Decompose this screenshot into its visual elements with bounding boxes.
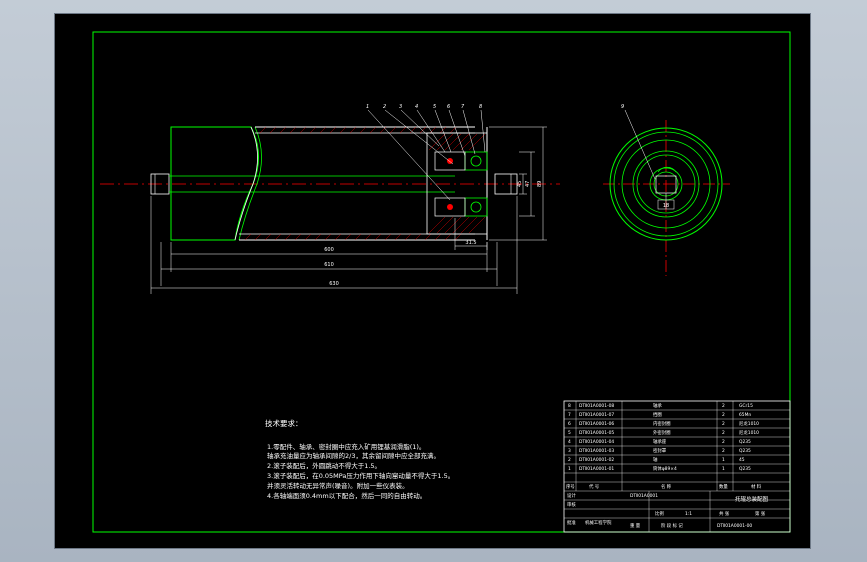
mass-label: 重 量 [630,522,641,529]
part-name-4: 轴承座 [653,438,667,445]
part-code-4: DTⅡ01A0001-04 [579,439,614,445]
part-qty-4: 2 [722,439,725,445]
sheet-value: 第 张 [755,510,766,517]
part-no-3: 3 [568,448,571,454]
callout-6: 6 [447,104,450,110]
bearing-lower [464,197,488,217]
approver-label: 批准 [567,519,576,526]
part-name-3: 密封罩 [653,447,667,454]
part-material-4: Q235 [739,439,751,445]
part-qty-3: 2 [722,448,725,454]
designer-label: 设计 [567,492,576,499]
part-material-5: 尼龙1010 [739,429,759,436]
part-material-3: Q235 [739,448,751,454]
callout-1: 1 [366,104,369,110]
part-code-2: DTⅡ01A0001-02 [579,457,614,463]
dim-diameter-1: 45 [517,181,523,187]
tube-outer-circle [609,127,723,241]
part-no-6: 6 [568,421,571,427]
part-no-1: 1 [568,466,571,472]
part-code-7: DTⅡ01A0001-07 [579,412,614,418]
part-material-2: 45 [739,457,745,463]
note-line-5: 并须灵活转动无异常声(噪音)。附加一些仪表装。 [267,481,409,490]
part-qty-7: 2 [722,412,725,418]
dim-bearing-width: 31.5 [465,240,476,246]
part-qty-2: 1 [722,457,725,463]
drawing-number: DTⅡ01A0001 [630,493,658,499]
part-code-3: DTⅡ01A0001-03 [579,448,614,454]
part-name-2: 轴 [653,456,658,463]
drawing-canvas: 600 610 630 31.5 45 47 89 1 2 3 4 5 6 7 … [92,31,791,533]
scale-value: 1:1 [685,511,692,517]
shaft-right-end [494,173,518,195]
bearing-housing [426,132,488,235]
part-no-7: 7 [568,412,571,418]
callout-8: 8 [479,104,482,110]
header-no: 序号 [566,483,575,490]
break-line [234,126,258,241]
note-line-1: 1.零配件、轴承、密封圈中应充入矿用锂基润滑脂(1)。 [267,442,425,451]
part-no-2: 2 [568,457,571,463]
title-block: 8 DTⅡ01A0001-08 轴承 2 GCr15 7 DTⅡ01A0001-… [563,400,791,533]
part-code-5: DTⅡ01A0001-05 [579,430,614,436]
part-code-8: DTⅡ01A0001-08 [579,403,614,409]
part-no-4: 4 [568,439,571,445]
dim-section-flat: 18 [663,203,669,209]
part-name-5: 外密封圈 [653,429,671,436]
shaft-left-end [150,173,170,195]
note-line-2: 轴承充油量应为轴承间隙的2/3，其余留间隙中应全部充满。 [267,451,440,460]
stage-label: 阶 段 标 记 [661,522,683,529]
part-material-1: Q235 [739,466,751,472]
dim-length-inner: 600 [324,247,334,253]
part-name-1: 筒体φ89×4 [653,465,677,472]
technical-notes: 技术要求： 1.零配件、轴承、密封圈中应充入矿用锂基润滑脂(1)。 轴承充油量应… [265,418,454,500]
roller-section-view: 600 610 630 31.5 45 47 89 1 2 3 4 5 6 7 … [100,104,560,294]
note-line-6: 4.各轴端面须0.4mm以下配合，然后一同的自由转动。 [267,491,426,500]
part-qty-8: 2 [722,403,725,409]
note-line-3: 2.滚子装配后，外圆跳动不得大于1.5。 [267,461,381,470]
tube-exterior [170,126,259,241]
code-tail: DTⅡ01A0001-00 [717,523,752,529]
dim-diameter-3: 89 [537,181,543,187]
callout-3: 3 [399,104,402,110]
part-material-6: 尼龙1010 [739,420,759,427]
header-name: 名 称 [661,483,672,490]
callout-4: 4 [415,104,418,110]
part-qty-6: 2 [722,421,725,427]
part-no-8: 8 [568,403,571,409]
drawing-sheet: 600 610 630 31.5 45 47 89 1 2 3 4 5 6 7 … [54,13,811,549]
note-line-4: 3.滚子装配后，在0.05MPa压力作用下轴向窜动量不得大于1.5。 [267,471,454,480]
bearing-upper [464,151,488,171]
part-code-6: DTⅡ01A0001-06 [579,421,614,427]
part-name-6: 内密封圈 [653,420,671,427]
callout-2: 2 [383,104,386,110]
drawing-title: 托辊总装配图 [735,495,769,503]
header-qty: 数量 [719,483,728,490]
part-qty-1: 1 [722,466,725,472]
dim-diameter-2: 47 [525,181,531,187]
part-material-7: 65Mn [739,412,751,418]
part-name-7: 挡圈 [653,411,662,418]
notes-title: 技术要求： [265,418,303,428]
header-material: 材 料 [751,483,762,490]
header-code: 代 号 [589,483,600,490]
dim-length-total: 630 [329,281,339,287]
part-no-5: 5 [568,430,571,436]
sheet-label: 共 张 [719,510,730,517]
callout-7: 7 [461,104,465,110]
part-name-8: 轴承 [653,402,662,409]
roller-end-view: 18 9 [603,104,730,276]
callout-5: 5 [433,104,436,110]
dim-length-mid: 610 [324,262,334,268]
part-code-1: DTⅡ01A0001-01 [579,466,614,472]
checker-label: 审核 [567,501,576,508]
part-qty-5: 2 [722,430,725,436]
unit-name: 机械工程学院 [585,519,612,526]
inner-border [92,31,791,533]
callout-9: 9 [621,104,624,110]
scale-label: 比例 [655,510,664,517]
part-material-8: GCr15 [739,403,753,409]
